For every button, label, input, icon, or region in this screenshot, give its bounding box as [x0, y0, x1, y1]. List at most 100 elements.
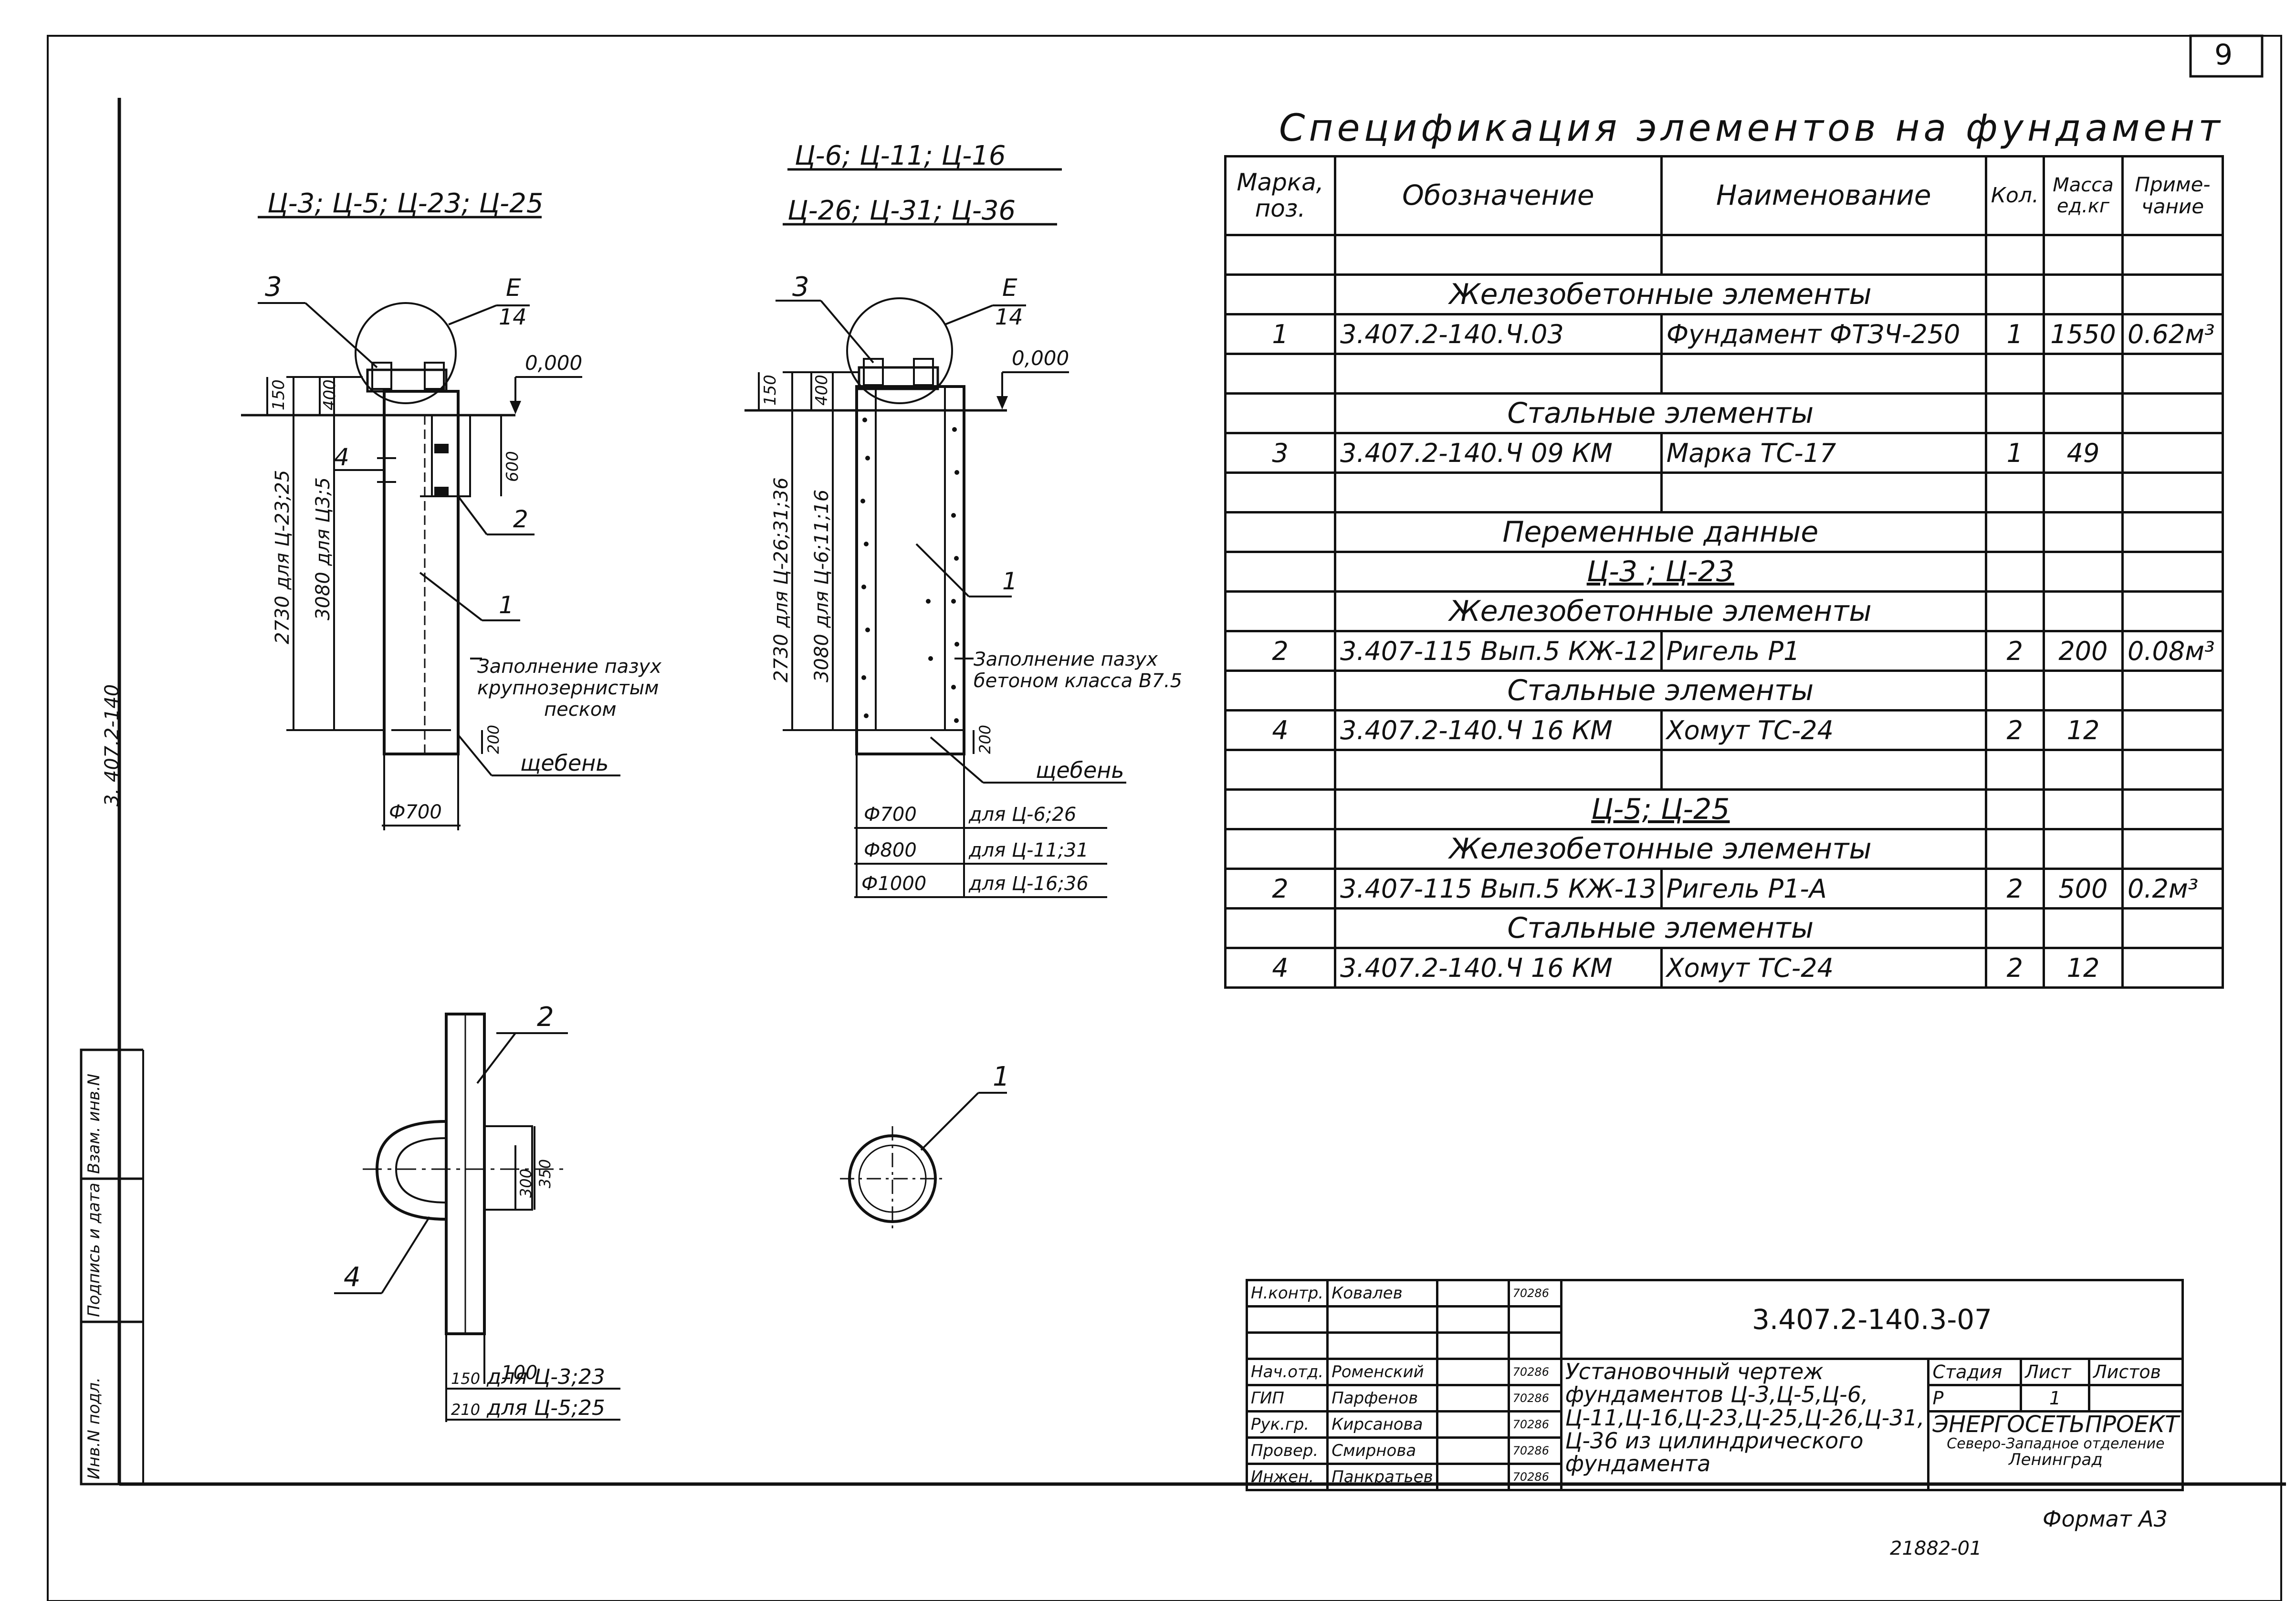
spec-cell-code: 3.407-115 Вып.5 КЖ-13 — [1334, 868, 1663, 910]
spec-cell-empty — [1334, 749, 1663, 791]
approval-inventory-label: Инв.N подл. — [84, 1377, 104, 1479]
spec-section-heading: Стальные элементы — [1335, 907, 1986, 949]
spec-cell-empty — [2121, 353, 2224, 395]
tb-signature — [1436, 1279, 1510, 1308]
drawing2-dim-long-1: 2730 для Ц-26;31;36 — [770, 477, 792, 682]
spec-section-heading: Стальные элементы — [1335, 670, 1986, 712]
spec-row — [1224, 234, 2224, 276]
drawing2-gravel: щебень — [1036, 757, 1124, 783]
spec-cell-empty — [1984, 749, 2045, 791]
drawing1-fill-note-2: крупнозернистым — [477, 677, 659, 699]
spec-cell-empty — [2121, 590, 2224, 632]
spec-cell-note: 0.62м³ — [2121, 313, 2224, 355]
spec-cell-empty — [1984, 471, 2045, 513]
drawing1-diameter: Ф700 — [389, 801, 442, 823]
left-margin-code: 3. 407.2-140 — [101, 684, 123, 806]
spec-cell-empty — [1224, 273, 1336, 315]
tb-signature — [1436, 1305, 1510, 1334]
spec-cell-empty — [2121, 749, 2224, 791]
spec-cell-qty: 1 — [1984, 432, 2045, 474]
drawing2-d-1: Ф800 — [864, 839, 917, 861]
spec-cell-name: Ригель Р1 — [1660, 630, 1987, 672]
spec-cell-note: 0.08м³ — [2121, 630, 2224, 672]
spec-cell-empty — [1334, 353, 1663, 395]
spec-cell-empty — [1984, 907, 2045, 949]
tb-person-name — [1326, 1331, 1438, 1360]
approval-signature-label: Подпись и дата — [84, 1182, 104, 1317]
drawing1-gravel: щебень — [520, 750, 608, 776]
drawing2-title-2: Ц-26; Ц-31; Ц-36 — [787, 195, 1016, 226]
spec-cell-empty — [1984, 670, 2045, 712]
drawing1-level: 0,000 — [525, 351, 582, 375]
spec-cell-empty — [1984, 788, 2045, 830]
spec-cell-code: 3.407.2-140.Ч 09 КМ — [1334, 432, 1663, 474]
tb-title-line: фундамента — [1565, 1451, 1711, 1477]
spec-section-heading: Ц-5; Ц-25 — [1335, 788, 1986, 830]
drawing1-fill-note-1: Заполнение пазух — [477, 656, 661, 678]
spec-row: Ц-5; Ц-25 — [1224, 788, 2224, 830]
drawing2-dim-long-2: 3080 для Ц-6;11;16 — [811, 490, 833, 682]
tb-role: Инжен. — [1245, 1463, 1329, 1491]
tb-sheet-label: Лист — [2020, 1358, 2091, 1386]
drawing2-callout-14: 14 — [995, 304, 1023, 330]
spec-cell-empty — [1984, 551, 2045, 593]
spec-row: Железобетонные элементы — [1224, 590, 2224, 632]
spec-cell-empty — [2121, 511, 2224, 553]
drawing1-dim-600: 600 — [503, 451, 522, 482]
drawing1-title: Ц-3; Ц-5; Ц-23; Ц-25 — [267, 188, 544, 219]
spec-header-name: Наименование — [1660, 155, 1987, 236]
drawing2-d-2: Ф1000 — [861, 873, 926, 895]
detail-dim-350: 350 — [536, 1159, 554, 1188]
title-block-row — [1245, 1331, 2183, 1360]
tb-sheets-label: Листов — [2088, 1358, 2184, 1386]
spec-cell-empty — [2042, 234, 2124, 276]
spec-cell-empty — [1984, 353, 2045, 395]
spec-cell-mass: 500 — [2042, 868, 2124, 910]
tb-title-line: фундаментов Ц-3,Ц-5,Ц-6, — [1565, 1381, 1868, 1408]
spec-row — [1224, 353, 2224, 395]
spec-cell-pos: 1 — [1224, 313, 1336, 355]
drawing1-dim-long-2: 3080 для Ц3;5 — [312, 477, 334, 620]
spec-cell-empty — [1224, 471, 1336, 513]
spec-cell-empty — [1224, 749, 1336, 791]
tb-role: Провер. — [1245, 1436, 1329, 1465]
drawing1-callout-e: Е — [506, 274, 521, 302]
drawing1-callout-4: 4 — [334, 443, 349, 471]
drawing2-dim-150: 150 — [761, 375, 780, 406]
spec-cell-mass: 200 — [2042, 630, 2124, 672]
spec-row — [1224, 471, 2224, 513]
spec-cell-qty: 2 — [1984, 709, 2045, 751]
tb-signature — [1436, 1436, 1510, 1465]
tb-org-3: Ленинград — [2009, 1450, 2103, 1469]
spec-cell-empty — [2042, 551, 2124, 593]
spec-cell-empty — [2121, 788, 2224, 830]
drawing2-level: 0,000 — [1012, 346, 1069, 370]
spec-row: Стальные элементы — [1224, 392, 2224, 434]
drawing1-callout-3: 3 — [265, 272, 282, 303]
drawing1-dim-long-1: 2730 для Ц-23;25 — [272, 470, 294, 644]
spec-cell-mass: 12 — [2042, 709, 2124, 751]
drawing2-callout-e: Е — [1002, 274, 1017, 302]
spec-cell-empty — [1224, 234, 1336, 276]
spec-cell-empty — [2121, 828, 2224, 870]
spec-cell-empty — [1984, 234, 2045, 276]
spec-cell-empty — [2042, 392, 2124, 434]
spec-cell-code: 3.407.2-140.Ч 16 КМ — [1334, 947, 1663, 989]
plan-callout-1: 1 — [993, 1061, 1010, 1092]
spec-row: Железобетонные элементы — [1224, 273, 2224, 315]
tb-role — [1245, 1305, 1329, 1334]
spec-cell-pos: 3 — [1224, 432, 1336, 474]
detail-row2-for: для Ц-5;25 — [486, 1396, 605, 1420]
spec-title: Спецификация элементов на фундамент — [1279, 107, 2224, 150]
spec-cell-empty — [2121, 273, 2224, 315]
spec-cell-empty — [1224, 590, 1336, 632]
tb-signature — [1436, 1358, 1510, 1386]
tb-person-name: Роменский — [1326, 1358, 1438, 1386]
spec-cell-note: 0.2м³ — [2121, 868, 2224, 910]
spec-cell-pos: 4 — [1224, 709, 1336, 751]
spec-cell-mass: 12 — [2042, 947, 2124, 989]
spec-section-heading: Железобетонные элементы — [1335, 590, 1986, 632]
